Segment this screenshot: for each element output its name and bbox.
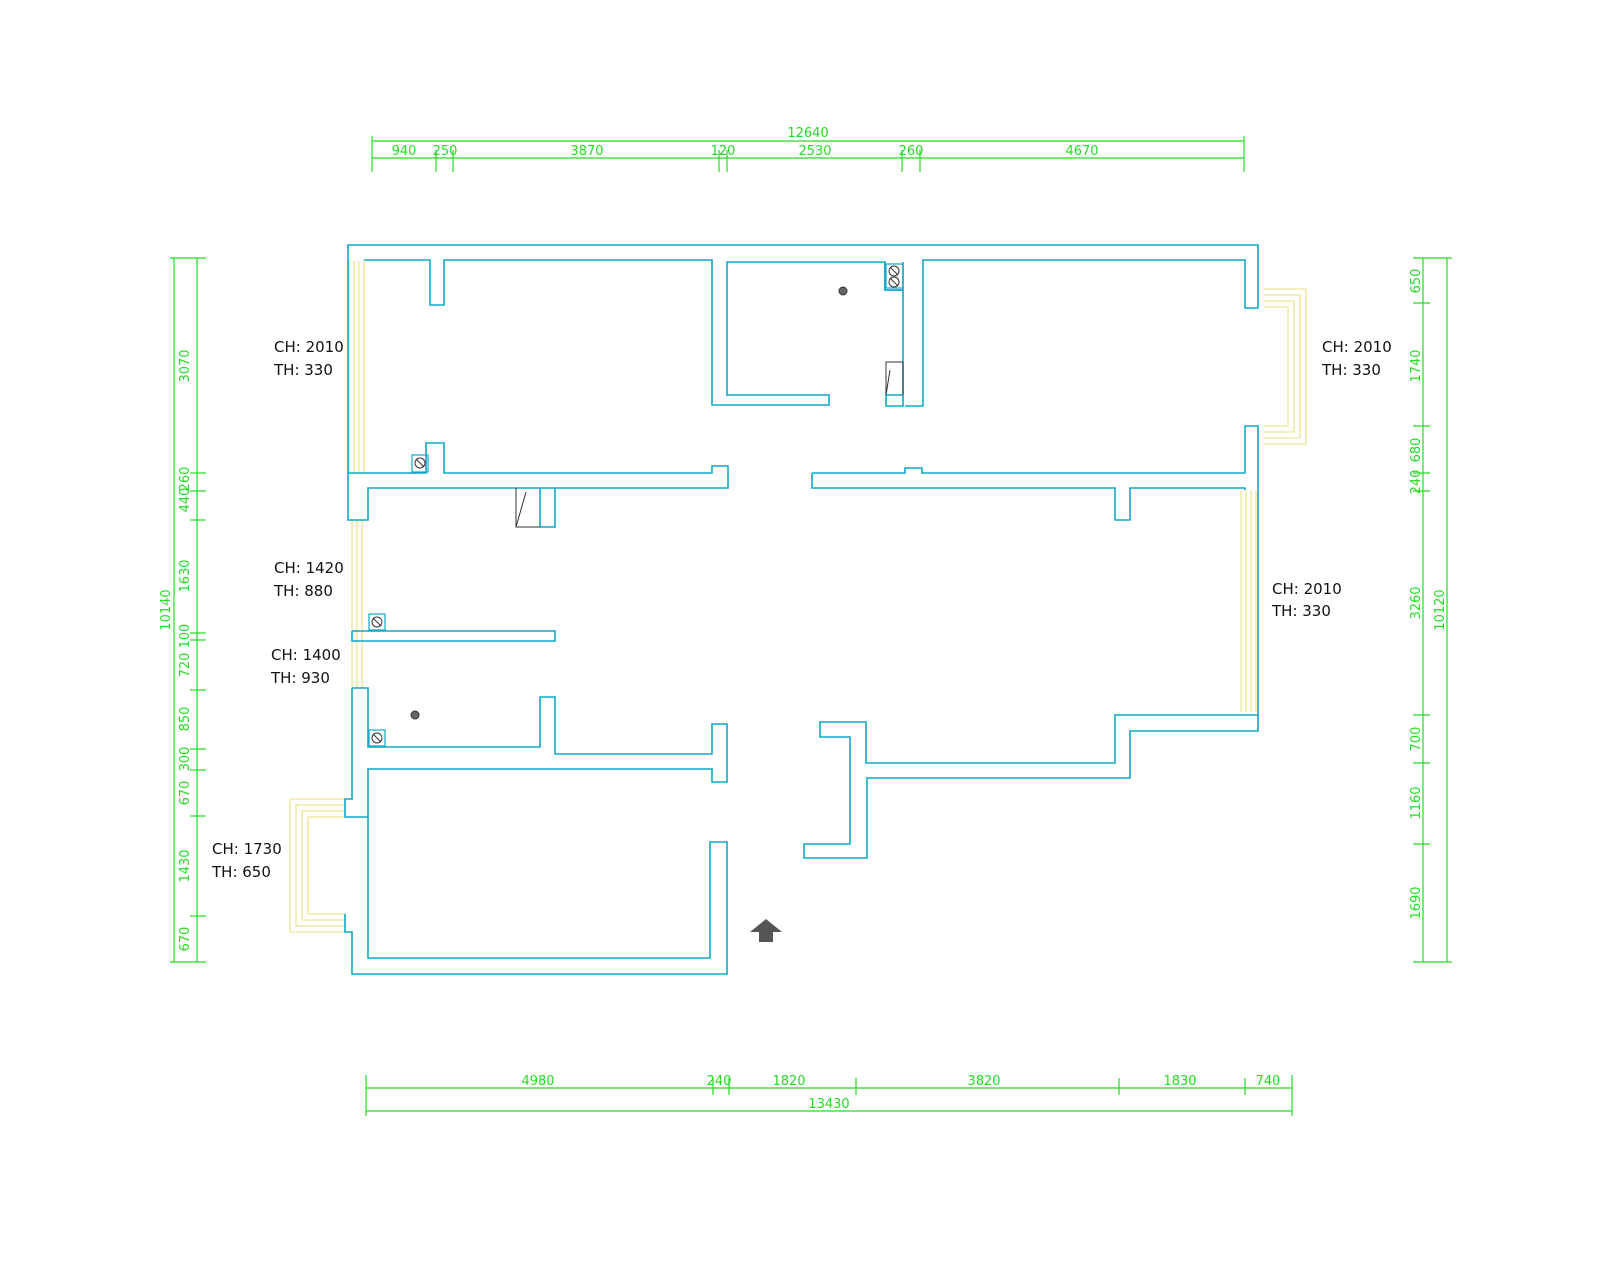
window-th-2: TH: 330 xyxy=(1321,361,1381,379)
pipe-shaft-icon xyxy=(885,263,904,289)
top-dim-5: 2530 xyxy=(798,144,831,159)
left-dim-11: 670 xyxy=(178,927,193,952)
left-dim-1: 3070 xyxy=(178,349,193,382)
right-dim-6: 700 xyxy=(1409,727,1424,752)
left-dim-2: 440 xyxy=(178,488,193,513)
pipe-shaft-icon xyxy=(368,613,386,631)
right-dim-3: 680 xyxy=(1409,438,1424,463)
window-right-middle xyxy=(1240,490,1257,712)
pipe-shaft-icon xyxy=(411,454,429,473)
window-left-top xyxy=(348,261,365,473)
window-left-bay xyxy=(289,798,345,933)
bottom-dim-5: 1830 xyxy=(1163,1074,1196,1089)
window-ch-3: CH: 1420 xyxy=(274,559,344,577)
window-th-4: TH: 330 xyxy=(1271,602,1331,620)
top-dim-2: 250 xyxy=(433,144,458,159)
right-dim-2: 1740 xyxy=(1409,349,1424,382)
top-dim-3: 3870 xyxy=(570,144,603,159)
pipe-shaft-icon xyxy=(368,729,386,747)
top-dim-4: 120 xyxy=(711,144,736,159)
right-dim-5: 3260 xyxy=(1409,586,1424,619)
windows xyxy=(289,261,1307,933)
window-right-bay xyxy=(1264,288,1307,445)
window-ch-2: CH: 2010 xyxy=(1322,338,1392,356)
right-dim-7: 1160 xyxy=(1409,786,1424,819)
left-dim-7: 850 xyxy=(178,707,193,732)
walls xyxy=(344,244,1259,975)
right-dim-1: 650 xyxy=(1409,269,1424,294)
bottom-dim-6: 740 xyxy=(1256,1074,1281,1089)
top-dim-7: 4670 xyxy=(1065,144,1098,159)
bottom-dim-1: 4980 xyxy=(521,1074,554,1089)
bottom-dim-3: 1820 xyxy=(772,1074,805,1089)
window-ch-6: CH: 1730 xyxy=(212,840,282,858)
left-dim-8: 300 xyxy=(178,747,193,772)
window-th-6: TH: 650 xyxy=(211,863,271,881)
window-ch-4: CH: 2010 xyxy=(1272,580,1342,598)
bottom-dim-4: 3820 xyxy=(967,1074,1000,1089)
floor-drain-icon xyxy=(838,286,848,296)
bottom-dim-2: 240 xyxy=(707,1074,732,1089)
top-dim-6: 260 xyxy=(899,144,924,159)
top-dim-1: 940 xyxy=(392,144,417,159)
window-left-middle xyxy=(351,520,363,688)
door-leaf xyxy=(885,361,904,395)
bottom-total-dim: 13430 xyxy=(808,1097,849,1112)
left-dim-3: 260 xyxy=(178,467,193,492)
window-ch-5: CH: 1400 xyxy=(271,646,341,664)
entrance-arrow-icon xyxy=(750,919,782,942)
left-dim-6: 720 xyxy=(178,653,193,678)
right-dim-8: 1690 xyxy=(1409,886,1424,919)
floor-drain-icon xyxy=(410,710,420,720)
left-dim-10: 1430 xyxy=(178,849,193,882)
window-th-5: TH: 930 xyxy=(270,669,330,687)
right-dim-4: 240 xyxy=(1409,470,1424,495)
top-dimensions: 12640 940 250 3870 120 2530 260 4670 xyxy=(371,126,1245,172)
annotations: CH: 2010 TH: 330 CH: 2010 TH: 330 CH: 14… xyxy=(211,338,1392,881)
fixtures xyxy=(368,263,904,942)
left-dim-4: 1630 xyxy=(178,559,193,592)
window-th-3: TH: 880 xyxy=(273,582,333,600)
top-total-dim: 12640 xyxy=(787,126,828,141)
window-th-1: TH: 330 xyxy=(273,361,333,379)
left-dim-9: 670 xyxy=(178,781,193,806)
left-dim-5: 100 xyxy=(178,624,193,649)
left-total-dim: 10140 xyxy=(159,589,174,630)
right-total-dim: 10120 xyxy=(1433,589,1448,630)
left-dimensions: 10140 3070 440 260 1630 100 720 850 300 … xyxy=(159,257,206,963)
bottom-dimensions: 4980 240 1820 3820 1830 740 13430 xyxy=(365,1074,1293,1116)
right-dimensions: 650 1740 680 240 3260 10120 700 1160 169… xyxy=(1409,257,1452,963)
window-ch-1: CH: 2010 xyxy=(274,338,344,356)
door-leaf xyxy=(515,488,540,528)
